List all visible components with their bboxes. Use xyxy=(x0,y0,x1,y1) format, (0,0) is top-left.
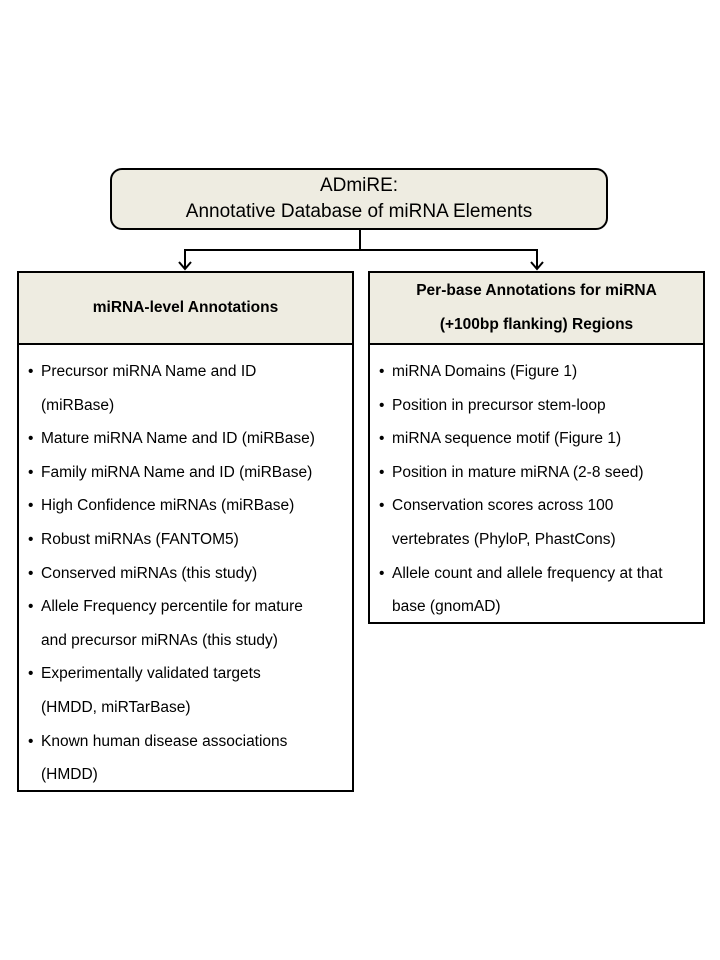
list-item: miRNA sequence motif (Figure 1) xyxy=(379,422,693,456)
list-item: Position in precursor stem-loop xyxy=(379,389,693,423)
list-item: Position in mature miRNA (2-8 seed) xyxy=(379,456,693,490)
list-item: Mature miRNA Name and ID (miRBase) xyxy=(28,422,342,456)
list-item: Precursor miRNA Name and ID (miRBase) xyxy=(28,355,342,422)
right-panel-title-line-1: Per-base Annotations for miRNA xyxy=(416,282,657,299)
mirna-level-annotations-panel: miRNA-level Annotations Precursor miRNA … xyxy=(17,271,354,792)
list-item: Experimentally validated targets (HMDD, … xyxy=(28,657,342,724)
left-panel-header: miRNA-level Annotations xyxy=(19,273,352,345)
per-base-annotations-panel: Per-base Annotations for miRNA (+100bp f… xyxy=(368,271,705,624)
list-item: Conservation scores across 100 vertebrat… xyxy=(379,489,693,556)
right-panel-title-line-2: (+100bp flanking) Regions xyxy=(439,316,634,333)
left-annotation-list: Precursor miRNA Name and ID (miRBase) Ma… xyxy=(19,345,352,792)
list-item: miRNA Domains (Figure 1) xyxy=(379,355,693,389)
list-item: Known human disease associations (HMDD) xyxy=(28,725,342,792)
list-item: Allele count and allele frequency at tha… xyxy=(379,557,693,624)
list-item: High Confidence miRNAs (miRBase) xyxy=(28,489,342,523)
list-item: Family miRNA Name and ID (miRBase) xyxy=(28,456,342,490)
list-item: Robust miRNAs (FANTOM5) xyxy=(28,523,342,557)
title-box: ADmiRE: Annotative Database of miRNA Ele… xyxy=(110,168,608,230)
list-item: Conserved miRNAs (this study) xyxy=(28,557,342,591)
list-item: Allele Frequency percentile for mature a… xyxy=(28,590,342,657)
right-annotation-list: miRNA Domains (Figure 1) Position in pre… xyxy=(370,345,703,624)
right-panel-header: Per-base Annotations for miRNA (+100bp f… xyxy=(370,273,703,345)
left-panel-title: miRNA-level Annotations xyxy=(92,299,279,316)
title-line-1: ADmiRE: xyxy=(319,175,399,196)
arrowhead-left-icon xyxy=(178,261,192,271)
title-line-2: Annotative Database of miRNA Elements xyxy=(185,201,533,222)
arrowhead-right-icon xyxy=(530,261,544,271)
